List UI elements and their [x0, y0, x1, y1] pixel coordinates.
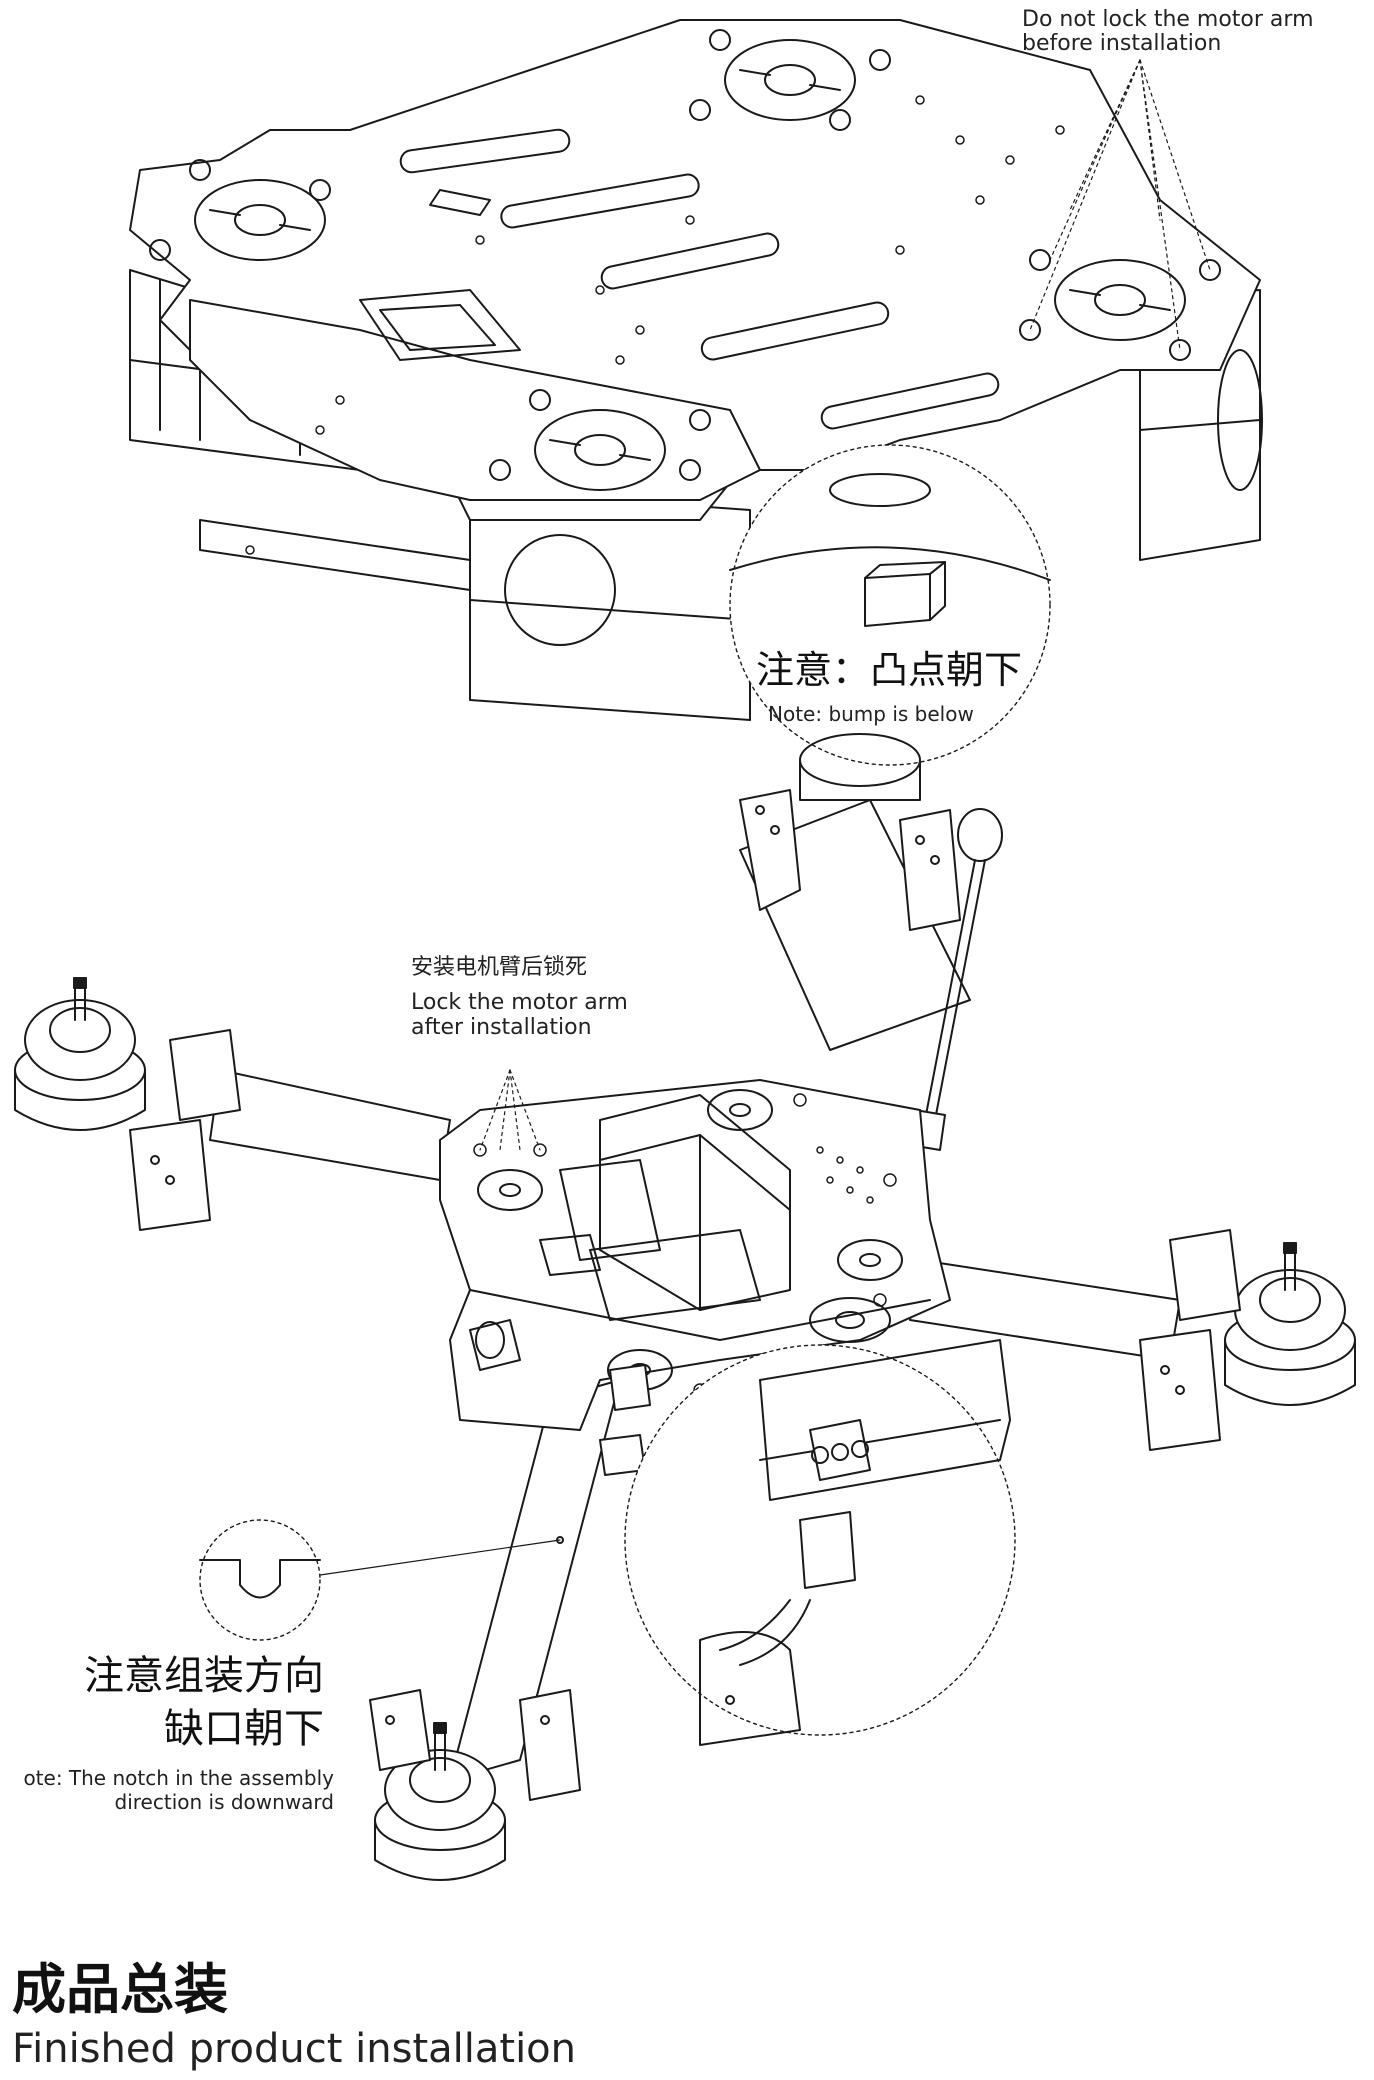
top-motor-clamp	[739, 789, 961, 931]
connector-detail-magnifier	[624, 1297, 1016, 1746]
callout-bump-en: Note: bump is below	[768, 702, 974, 726]
arm-mount	[724, 39, 856, 121]
bump-detail-magnifier	[729, 444, 1051, 766]
arm-mount	[194, 179, 326, 261]
drone-assembly	[14, 733, 1356, 1881]
page-title-cn: 成品总装	[12, 1958, 228, 2021]
notch-detail-magnifier	[199, 1519, 564, 1641]
motor-bottom	[369, 1689, 581, 1881]
callout-no-lock-line2: before installation	[1022, 31, 1222, 56]
callout-lock-after-en-line1: Lock the motor arm	[411, 990, 628, 1015]
motor-right	[1139, 1229, 1356, 1451]
callout-bump-cn: 注意：凸点朝下	[756, 648, 1023, 692]
callout-notch-cn-line1: 注意组装方向	[84, 1653, 324, 1699]
top-frame-assembly	[129, 19, 1263, 766]
leader-lines	[1029, 59, 1211, 351]
callout-notch-en-line2: direction is downward	[114, 1790, 334, 1814]
callout-no-lock-line1: Do not lock the motor arm	[1022, 7, 1314, 32]
motor-left	[14, 977, 241, 1231]
page-title-en: Finished product installation	[12, 2026, 577, 2072]
arm-mount	[1054, 259, 1186, 341]
callout-notch-en-line1: ote: The notch in the assembly	[23, 1766, 334, 1790]
callout-lock-after-en-line2: after installation	[411, 1015, 592, 1040]
arm-mount	[534, 409, 666, 491]
callout-notch-cn-line2: 缺口朝下	[164, 1706, 324, 1752]
callout-lock-after-cn: 安装电机臂后锁死	[411, 955, 588, 980]
